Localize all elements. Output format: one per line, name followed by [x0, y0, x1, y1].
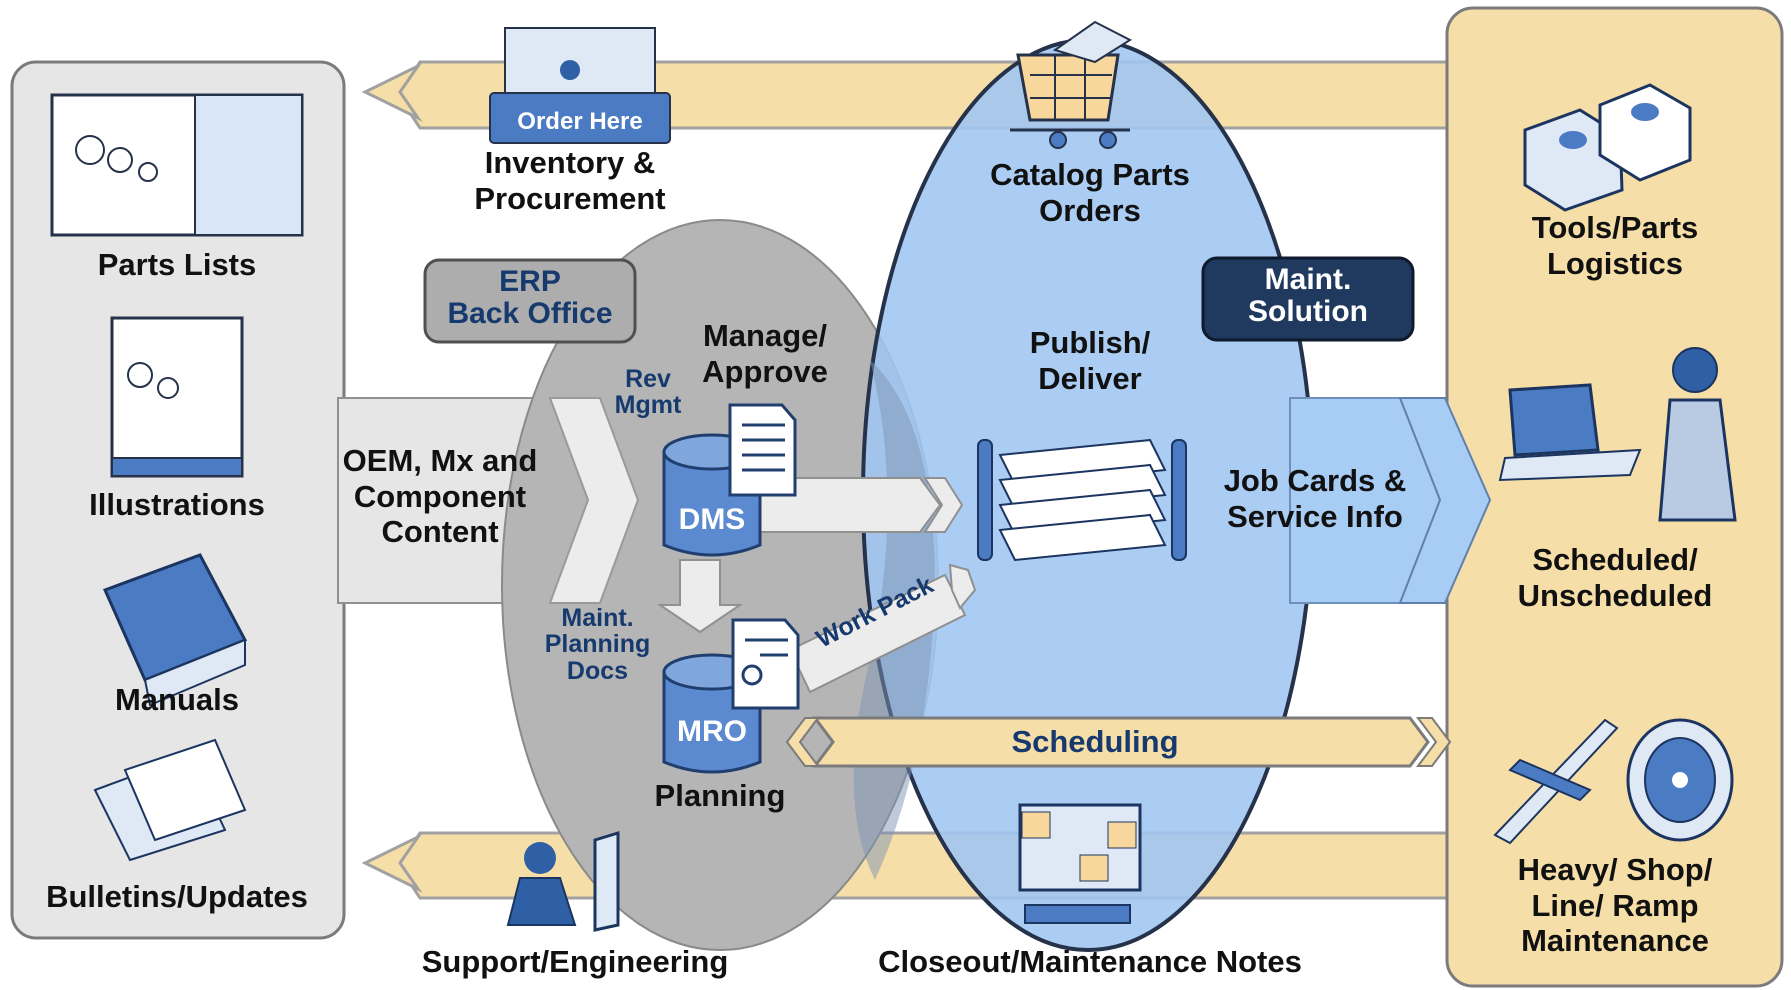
job-cards-label: Job Cards & Service Info — [1223, 463, 1407, 534]
content-flow-label: OEM, Mx and Component Content — [342, 443, 538, 550]
bulletins-icon — [93, 738, 247, 862]
publish-deliver-label: Publish/ Deliver — [1029, 325, 1151, 396]
dms-label: DMS — [678, 503, 746, 536]
engine-turbine-icon — [1626, 718, 1734, 842]
document-stack-icon — [977, 438, 1187, 562]
order-counter-icon — [489, 27, 671, 144]
work-order-document-icon — [731, 618, 800, 710]
technician-laptop-icon — [1498, 347, 1737, 522]
closeout-notes-label: Closeout/Maintenance Notes — [878, 944, 1302, 979]
planning-label: Planning — [654, 778, 786, 813]
content-chevron — [548, 397, 640, 604]
inventory-label: Inventory & Procurement — [474, 145, 666, 216]
airplane-icon — [1493, 718, 1619, 845]
planning-docs-label: Maint. Planning Docs — [544, 604, 651, 685]
manual-book-icon — [102, 553, 248, 707]
delivery-chevron — [1398, 397, 1492, 604]
parts-list-icon — [50, 93, 304, 237]
engineer-workstation-icon — [506, 830, 620, 932]
scheduled-label: Scheduled/ Unscheduled — [1517, 542, 1713, 613]
parts-lists-label: Parts Lists — [97, 247, 257, 282]
dms-mro-arrow — [656, 559, 744, 634]
scheduling-label: Scheduling — [1011, 724, 1179, 759]
tools-logistics-label: Tools/Parts Logistics — [1531, 210, 1699, 281]
illustrations-label: Illustrations — [89, 487, 265, 522]
parts-bolts-icon — [1523, 83, 1692, 212]
rev-mgmt-label: Rev Mgmt — [614, 365, 682, 420]
mro-label: MRO — [677, 715, 747, 748]
notes-monitor-icon — [1018, 803, 1142, 924]
erp-badge — [423, 258, 637, 344]
scheduling-bar — [785, 716, 1452, 768]
manage-approve-label: Manage/ Approve — [702, 318, 828, 389]
dms-document-icon — [728, 403, 797, 497]
work-pack-arrow — [788, 563, 977, 694]
support-engineering-label: Support/Engineering — [421, 944, 729, 979]
maint-solution-badge — [1201, 256, 1415, 342]
manuals-label: Manuals — [114, 682, 240, 717]
catalog-orders-label: Catalog Parts Orders — [990, 157, 1190, 228]
bulletins-label: Bulletins/Updates — [46, 879, 308, 914]
order-here-sign: Order Here — [517, 108, 643, 135]
illustration-icon — [110, 316, 244, 478]
shopping-cart-icon — [1010, 20, 1133, 149]
heavy-maintenance-label: Heavy/ Shop/ Line/ Ramp Maintenance — [1517, 852, 1713, 959]
erp-badge-label: ERP Back Office — [447, 265, 613, 330]
maint-solution-label: Maint. Solution — [1248, 263, 1368, 328]
